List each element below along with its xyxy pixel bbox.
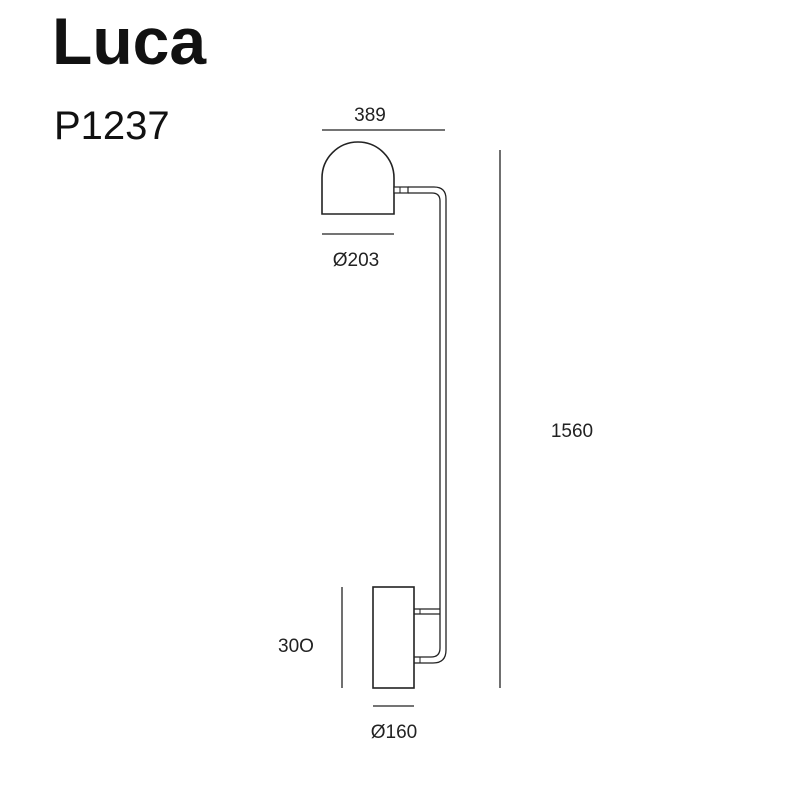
shade-connector: [393, 186, 409, 194]
lamp-shade: [321, 141, 395, 215]
total-height-label: 1560: [551, 421, 593, 442]
base-upper-link: [414, 608, 440, 615]
lamp-arm-outer: [408, 186, 447, 664]
base-diameter-label: Ø160: [371, 722, 417, 743]
base-height-label: 30O: [278, 636, 314, 657]
product-code: P1237: [54, 104, 170, 148]
lamp-base: [372, 586, 415, 689]
product-name: Luca: [52, 4, 207, 78]
lamp-arm-inner: [408, 192, 441, 658]
total-width-label: 389: [354, 105, 386, 126]
shade-diameter-label: Ø203: [333, 250, 379, 271]
